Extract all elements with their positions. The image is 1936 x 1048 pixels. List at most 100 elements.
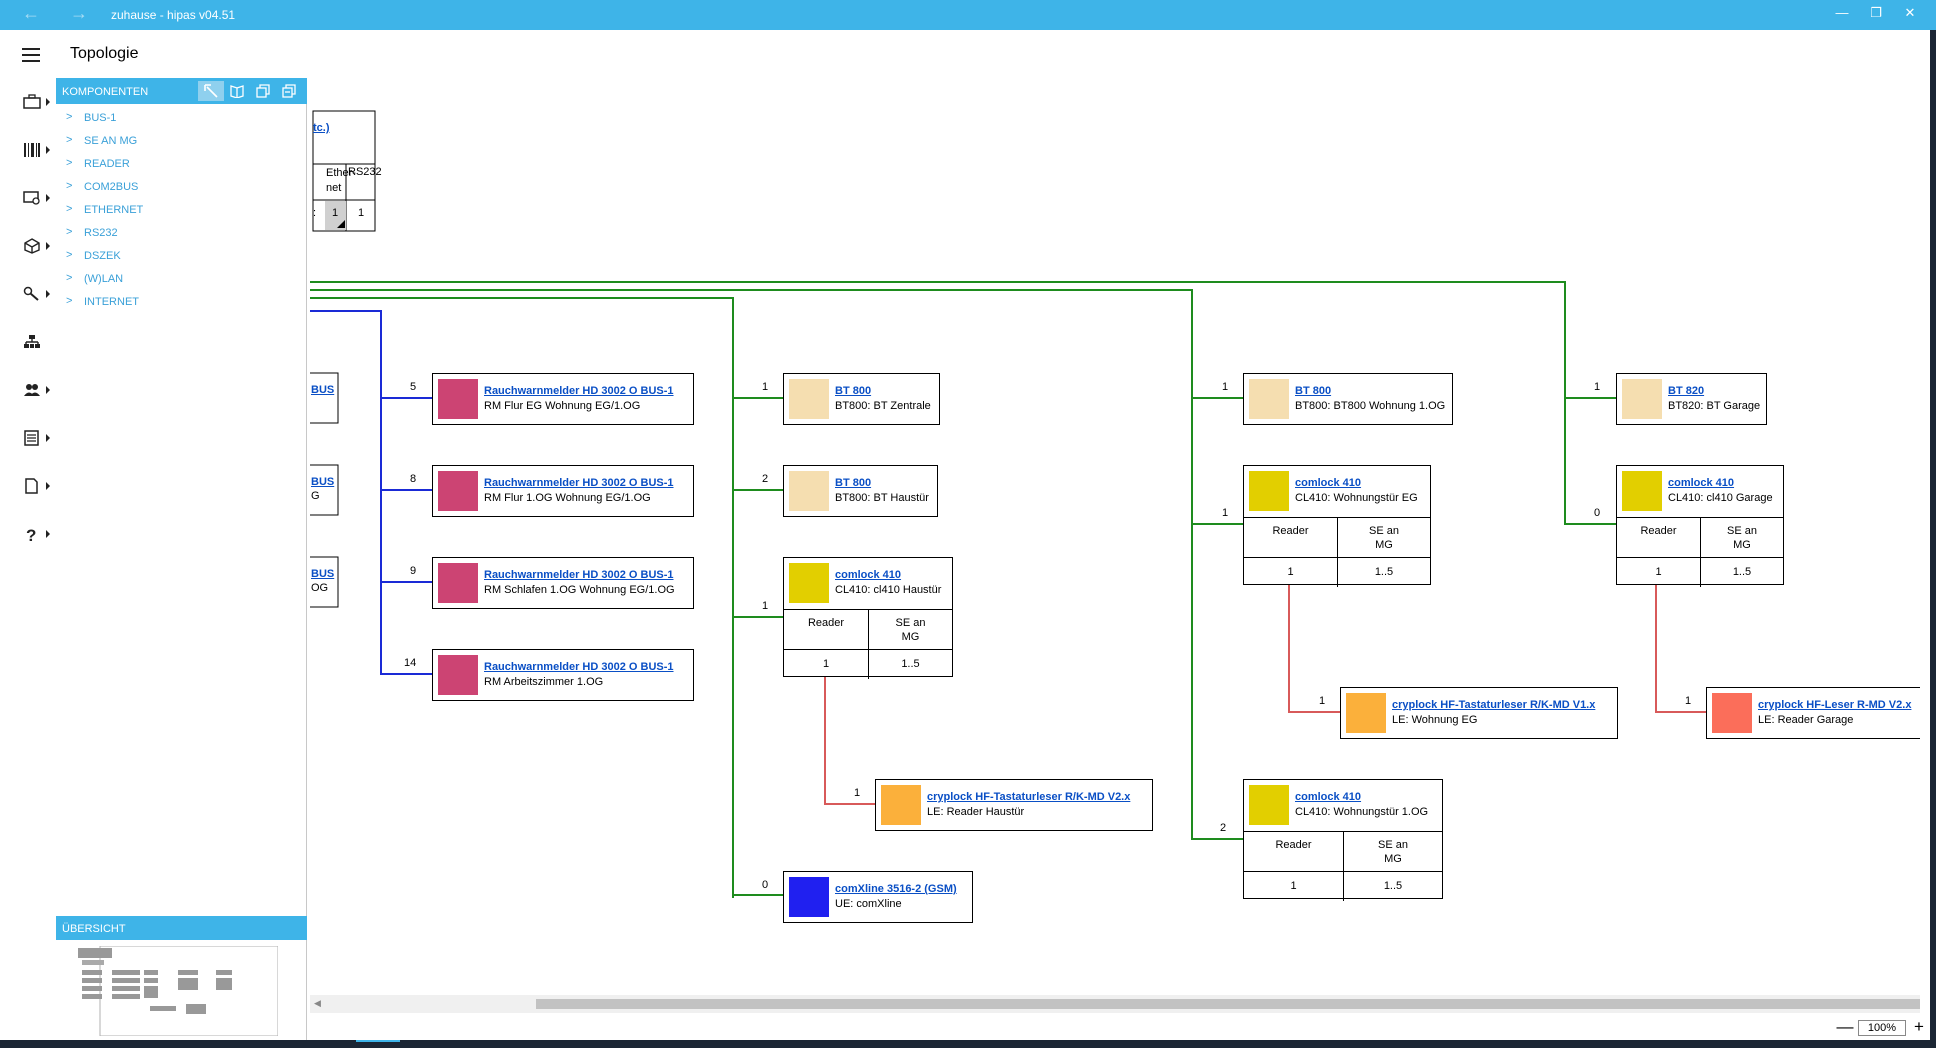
tree-item-dszek[interactable]: >DSZEK: [66, 249, 121, 262]
node-subtitle: LE: Reader Haustür: [927, 806, 1025, 818]
port-reader[interactable]: Reader: [1272, 525, 1309, 537]
smoke-detector-node[interactable]: Rauchwarnmelder HD 3002 O BUS-1 RM Flur …: [432, 373, 694, 425]
zoom-in-button[interactable]: +: [1914, 1017, 1924, 1036]
smoke-detector-node[interactable]: Rauchwarnmelder HD 3002 O BUS-1 RM Arbei…: [432, 649, 694, 701]
chevron-right-icon: >: [66, 249, 73, 261]
smoke-detector-node[interactable]: Rauchwarnmelder HD 3002 O BUS-1 RM Flur …: [432, 465, 694, 517]
chevron-right-icon: >: [66, 272, 73, 284]
bt-node[interactable]: BT 800 BT800: BT Haustür: [783, 465, 938, 517]
expand-all-button[interactable]: [250, 81, 276, 101]
bus-stub-1[interactable]: BUS: [311, 384, 335, 396]
hamburger-menu-icon[interactable]: [22, 48, 40, 62]
transformer-icon: [1622, 379, 1662, 419]
tree-item-wlan[interactable]: >(W)LAN: [66, 272, 124, 285]
chevron-right-icon: >: [66, 295, 73, 307]
port-se-an-mg[interactable]: SE an MG: [1337, 518, 1430, 558]
rail-briefcase[interactable]: [18, 90, 54, 116]
scroll-left-icon[interactable]: ◀: [314, 998, 321, 1008]
topology-canvas[interactable]: tc.) Ether- net RS232 1 1 : BUS BUS G BU…: [310, 78, 1920, 995]
nav-rail: ?: [0, 78, 56, 1040]
comxline-node[interactable]: comXline 3516-2 (GSM) UE: comXline: [783, 871, 973, 923]
comlock-node[interactable]: comlock 410 CL410: cl410 Haustür Reader …: [783, 557, 953, 679]
tree-item-reader[interactable]: >READER: [66, 157, 130, 170]
tree-item-ethernet[interactable]: >ETHERNET: [66, 203, 144, 216]
port-se-an-mg[interactable]: SE an MG: [1700, 518, 1783, 558]
comlock-node[interactable]: comlock 410 CL410: cl410 Garage Reader S…: [1616, 465, 1784, 587]
port-value-row: 1 1..5: [1244, 871, 1442, 901]
port-se-an-mg[interactable]: SE an MG: [868, 610, 952, 650]
rail-tools[interactable]: [18, 282, 54, 308]
edge-label: 14: [404, 657, 417, 669]
zoom-level[interactable]: 100%: [1858, 1020, 1906, 1036]
node-title[interactable]: BT 800: [835, 385, 872, 397]
node-title[interactable]: comlock 410: [1295, 791, 1362, 803]
overview-minimap[interactable]: [78, 946, 278, 1036]
node-subtitle: CL410: cl410 Garage: [1668, 492, 1773, 504]
cryplock-node[interactable]: cryplock HF-Tastaturleser R/K-MD V1.x LE…: [1340, 687, 1618, 739]
node-title[interactable]: Rauchwarnmelder HD 3002 O BUS-1: [484, 477, 674, 489]
rail-monitor[interactable]: [18, 186, 54, 212]
tree-item-se-an-mg[interactable]: >SE AN MG: [66, 134, 138, 147]
comlock-node[interactable]: comlock 410 CL410: Wohnungstür 1.OG Read…: [1243, 779, 1443, 901]
node-title[interactable]: comXline 3516-2 (GSM): [835, 883, 957, 895]
node-title[interactable]: BT 800: [1295, 385, 1332, 397]
reader-icon: [1346, 693, 1386, 733]
bus-stub-3[interactable]: BUS: [311, 568, 335, 580]
cryplock-node[interactable]: cryplock HF-Leser R-MD V2.x LE: Reader G…: [1706, 687, 1920, 739]
rail-barcode[interactable]: [18, 138, 54, 164]
node-title[interactable]: comlock 410: [835, 569, 902, 581]
port-reader-value: 1: [1290, 880, 1297, 892]
node-title[interactable]: cryplock HF-Tastaturleser R/K-MD V1.x: [1392, 699, 1596, 711]
tree-item-rs232[interactable]: >RS232: [66, 226, 118, 239]
bus-stub-2[interactable]: BUS: [311, 476, 335, 488]
edge-label: 1: [1222, 507, 1229, 519]
rail-topology[interactable]: [18, 330, 54, 356]
node-title[interactable]: cryplock HF-Leser R-MD V2.x: [1758, 699, 1912, 711]
port-se-an-mg[interactable]: SE an MG: [1343, 832, 1442, 872]
cryplock-node[interactable]: cryplock HF-Tastaturleser R/K-MD V2.x LE…: [875, 779, 1153, 831]
port-reader[interactable]: Reader: [1640, 525, 1677, 537]
scroll-thumb[interactable]: [536, 999, 1920, 1009]
rail-report[interactable]: [18, 474, 54, 500]
node-title[interactable]: Rauchwarnmelder HD 3002 O BUS-1: [484, 385, 674, 397]
bt-node[interactable]: BT 800 BT800: BT800 Wohnung 1.OG: [1243, 373, 1453, 425]
rail-list[interactable]: [18, 426, 54, 452]
back-arrow-icon[interactable]: ←: [22, 3, 40, 23]
smoke-detector-node[interactable]: Rauchwarnmelder HD 3002 O BUS-1 RM Schla…: [432, 557, 694, 609]
window-title: zuhause - hipas v04.51: [111, 8, 236, 22]
node-title[interactable]: Rauchwarnmelder HD 3002 O BUS-1: [484, 661, 674, 673]
port-reader[interactable]: Reader: [1275, 839, 1312, 851]
rail-help[interactable]: ?: [18, 522, 54, 548]
tree-item-bus-1[interactable]: >BUS-1: [66, 111, 117, 124]
edge-label: 8: [410, 473, 417, 485]
horizontal-scrollbar[interactable]: ◀: [310, 995, 1920, 1013]
components-panel: KOMPONENTEN >BUS-1 >SE AN MG >READER >CO…: [56, 78, 307, 1040]
minimize-button[interactable]: —: [1835, 5, 1849, 20]
restore-button[interactable]: ❐: [1870, 5, 1882, 20]
collapse-all-button[interactable]: [276, 81, 302, 101]
node-title[interactable]: cryplock HF-Tastaturleser R/K-MD V2.x: [927, 791, 1131, 803]
rail-box[interactable]: [18, 234, 54, 260]
port-reader[interactable]: Reader: [807, 617, 845, 629]
book-button[interactable]: [224, 81, 250, 101]
bt-node[interactable]: BT 820 BT820: BT Garage: [1616, 373, 1767, 425]
edge-label: 1: [1685, 695, 1692, 707]
tree-item-com2bus[interactable]: >COM2BUS: [66, 180, 139, 193]
tree-item-internet[interactable]: >INTERNET: [66, 295, 139, 308]
bt-node[interactable]: BT 800 BT800: BT Zentrale: [783, 373, 940, 425]
node-title[interactable]: comlock 410: [1668, 477, 1735, 489]
rail-users[interactable]: [18, 378, 54, 404]
node-title[interactable]: comlock 410: [1295, 477, 1362, 489]
partial-node-link[interactable]: tc.): [313, 122, 330, 134]
node-title[interactable]: BT 820: [1668, 385, 1705, 397]
bus-stub-3-sub: OG: [311, 582, 329, 594]
node-title[interactable]: Rauchwarnmelder HD 3002 O BUS-1: [484, 569, 674, 581]
node-title[interactable]: BT 800: [835, 477, 872, 489]
zoom-out-button[interactable]: —: [1836, 1017, 1854, 1036]
node-subtitle: RM Flur EG Wohnung EG/1.OG: [484, 400, 641, 412]
node-subtitle: LE: Wohnung EG: [1392, 714, 1478, 726]
filter-button[interactable]: [198, 81, 224, 101]
forward-arrow-icon[interactable]: →: [70, 3, 88, 23]
comlock-node[interactable]: comlock 410 CL410: Wohnungstür EG Reader…: [1243, 465, 1431, 587]
close-button[interactable]: ✕: [1904, 5, 1916, 20]
